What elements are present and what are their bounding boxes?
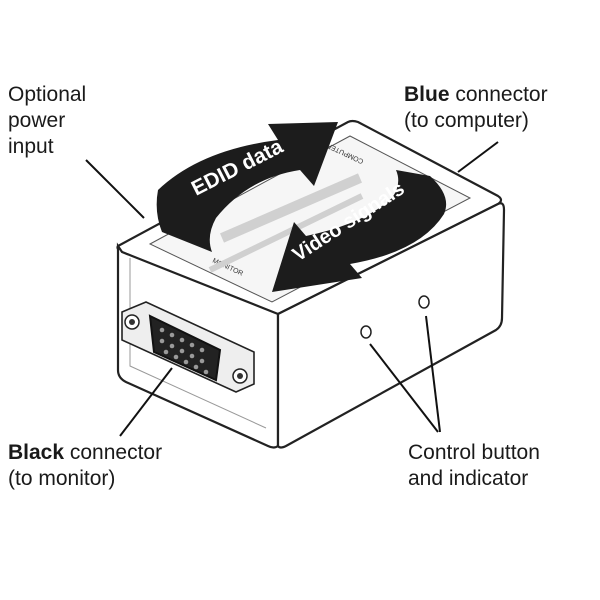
black-connector-label: Black connector (to monitor) <box>8 440 162 492</box>
blue-label-bold: Blue <box>404 83 450 106</box>
power-input-label: Optional power input <box>8 82 86 160</box>
blue-label-rest: connector <box>449 83 548 106</box>
black-label-line-2: (to monitor) <box>8 467 116 490</box>
control-button-and-indicator <box>360 295 430 339</box>
blue-leader <box>457 141 499 173</box>
control-label: Control button and indicator <box>408 440 540 492</box>
vga-connector <box>121 301 255 393</box>
power-leader <box>85 159 145 219</box>
blue-label-line-2: (to computer) <box>404 109 529 132</box>
device-side-face <box>276 202 506 449</box>
blue-connector-label: Blue connector (to computer) <box>404 82 548 134</box>
power-label-line-1: Optional <box>8 83 87 106</box>
control-leader-2 <box>425 315 441 433</box>
black-label-rest: connector <box>64 441 163 464</box>
black-label-bold: Black <box>8 441 65 464</box>
power-label-line-3: input <box>8 135 54 158</box>
black-leader <box>119 367 173 437</box>
control-leader-1 <box>369 343 439 433</box>
control-label-line-1: Control button <box>408 441 540 464</box>
power-label-line-2: power <box>8 109 66 132</box>
control-label-line-2: and indicator <box>408 467 529 490</box>
